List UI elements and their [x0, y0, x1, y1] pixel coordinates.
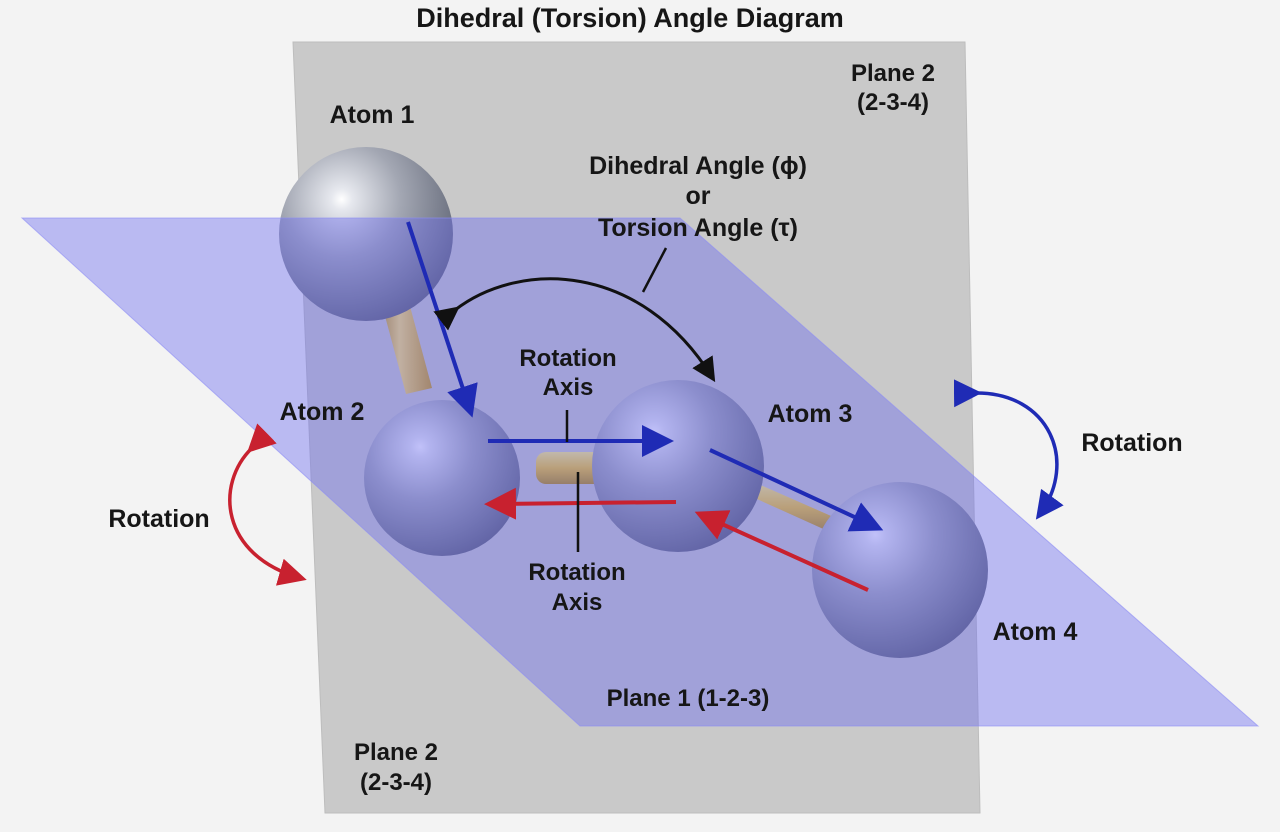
plane-1-label: Plane 1 (1-2-3) — [607, 685, 770, 712]
rotation-axis-top-line1: Rotation — [519, 345, 616, 372]
red-arrow-4-3 — [694, 510, 869, 592]
plane-2-label-top-line2: (2-3-4) — [857, 89, 929, 116]
diagram-title: Dihedral (Torsion) Angle Diagram — [416, 3, 844, 33]
atom-4-label: Atom 4 — [993, 618, 1078, 646]
dihedral-label-pointer — [641, 247, 668, 293]
atom-3-sphere — [592, 380, 764, 552]
atom-2-label: Atom 2 — [280, 398, 365, 426]
red-arrow-3-2 — [484, 487, 677, 520]
plane-2-label-bottom-line1: Plane 2 — [354, 739, 438, 766]
dihedral-label-line1: Dihedral Angle (ϕ) — [589, 152, 807, 180]
plane-1 — [20, 217, 1260, 727]
atom-3-label: Atom 3 — [768, 400, 853, 428]
rotation-right-label: Rotation — [1081, 429, 1182, 457]
bond-3-4 — [748, 483, 838, 532]
rotation-axis-top-line2: Axis — [543, 374, 594, 401]
rotation-axis-bottom-line2: Axis — [552, 589, 603, 616]
atom-1-label: Atom 1 — [330, 101, 415, 129]
blue-arrow-3-4 — [709, 448, 884, 532]
plane-2-label-bottom-line2: (2-3-4) — [360, 769, 432, 796]
dihedral-label-line2: or — [686, 182, 711, 210]
plane-2-label-top-line1: Plane 2 — [851, 60, 935, 87]
rotation-arrow-left — [228, 423, 307, 586]
dihedral-angle-arc — [433, 277, 716, 383]
atom-1-sphere — [279, 147, 453, 321]
rotation-arrow-right — [953, 379, 1064, 520]
rotation-axis-bottom-line1: Rotation — [528, 559, 625, 586]
rotation-left-label: Rotation — [108, 505, 209, 533]
atom-2-sphere — [364, 400, 520, 556]
dihedral-label-line3: Torsion Angle (τ) — [598, 214, 798, 242]
